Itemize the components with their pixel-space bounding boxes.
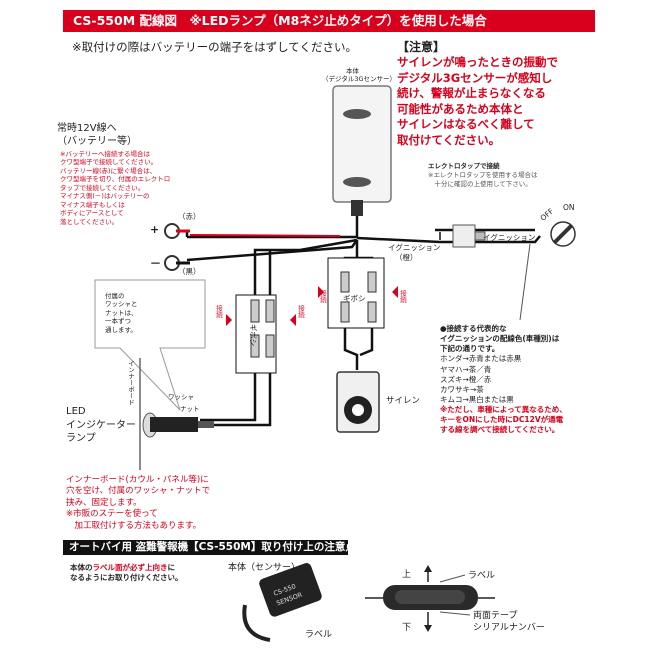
ignition-wire-label: イグニッション — [388, 243, 441, 252]
minus-sign: － — [150, 257, 161, 270]
wiring-caution: ※ただし、車種によって異なるため、 — [440, 405, 567, 414]
down-label: 下 — [402, 623, 412, 633]
wiring-caution: キーをONにした時にDC12Vが通電 — [440, 415, 564, 425]
washer-callout — [94, 279, 206, 411]
wiring-heading: ●接続する代表的な — [440, 324, 507, 333]
power-note: タップで接続してください。 — [60, 183, 145, 192]
warning-line: デジタル3Gセンサーが感知し — [397, 70, 553, 85]
nut-label: ナット — [180, 405, 200, 413]
sensor-notch — [343, 177, 371, 187]
warning-line: サイレンはなるべく離して — [397, 117, 535, 132]
mount-note-line: 穴を空け、付属のワッシャ・ナットで — [66, 486, 211, 497]
ignition-switch-label: イグニッション — [483, 233, 536, 242]
power-note: ※バッテリーへ接続する場合は — [60, 150, 150, 158]
mount-note-line: インナーボード(カウル・パネル等)に — [66, 475, 209, 485]
washer-note-line: 通します。 — [105, 325, 137, 334]
red-wire-label: （赤） — [178, 212, 201, 221]
wiring-caution: する線を調べて接続してください。 — [440, 425, 560, 435]
led-label-line: インジケーター — [66, 419, 136, 431]
power-notes: ※バッテリーへ接続する場合は クワ型端子で接続してください。 バッテリー線(赤)… — [60, 150, 170, 226]
power-note: マイナス端子もしくは — [60, 200, 125, 209]
up-label: 上 — [402, 570, 412, 580]
section2-note-part: に — [167, 563, 176, 572]
power-note: クワ型端子を切り、付属のエレクトロ — [60, 175, 171, 184]
warning-heading: 【注意】 — [397, 38, 598, 55]
warning-line: サイレンが鳴ったときの振動で — [397, 55, 558, 69]
mount-note-line: 加工取付けする方法もあります。 — [66, 520, 202, 531]
connect-arrow-label: 接続 — [214, 305, 223, 318]
mount-note-line: ※市販のステーを使って — [66, 509, 158, 520]
wiring-item: スズキ→橙／赤 — [440, 374, 492, 384]
diagram-title: CS-550M 配線図 ※LEDランプ（M8ネジ止めタイプ）を使用した場合 — [63, 10, 595, 32]
section2-note-emphasis: ラベル面が必ず上向き — [92, 563, 168, 572]
electrotap-note: 十分に確認の上使用して下さい。 — [428, 180, 532, 188]
sensor-unit-photo — [259, 563, 322, 617]
power-note: 落としてください。 — [60, 217, 119, 226]
led-label-line: LED — [66, 406, 86, 417]
serial-label: シリアルナンバー — [473, 623, 545, 633]
led-label: LED インジケーター ランプ — [66, 405, 136, 446]
siren-label: サイレン — [386, 396, 421, 406]
power-note: クワ型端子で接続してください。 — [60, 158, 158, 167]
inner-board-label: インナーボード — [126, 360, 135, 406]
sensor-label: 本体 — [346, 67, 359, 75]
connect-arrow-label: 接続 — [296, 305, 305, 318]
wiring-heading: 下記の通りです。 — [440, 344, 500, 354]
section2-note: 本体のラベル面が必ず上向きに — [70, 563, 175, 573]
warning-line: 取付けてください。 — [397, 132, 501, 147]
tape-label: 両面テープ — [473, 611, 518, 621]
electrotap-title: エレクトロタップで接続 — [428, 162, 500, 170]
led-label-line: ランプ — [66, 433, 96, 444]
section2-title: オートバイ用 盗難警報機【CS-550M】取り付け上の注意点 — [63, 540, 356, 555]
power-label: 常時12V線へ — [57, 123, 117, 134]
warning-line: 可能性があるため本体と — [397, 101, 524, 116]
label-callout: ラベル — [305, 630, 333, 640]
washer-note-line: ナットは、 — [105, 308, 138, 317]
connect-arrow-label: 接続 — [318, 290, 327, 303]
sensor-sublabel: （デジタル3Gセンサー） — [322, 75, 397, 83]
mount-note: インナーボード(カウル・パネル等)に 穴を空け、付属のワッシャ・ナットで 挟み、… — [66, 475, 210, 532]
ignition-on: ON — [563, 203, 575, 212]
wiring-item: キムコ→黒白または黒 — [440, 394, 514, 404]
wiring-item: ホンダ→赤青または赤黒 — [440, 354, 522, 364]
warning-line: 続け、警報が止まらなくなる — [397, 86, 546, 101]
washer-note-line: 付属の — [105, 292, 125, 300]
section2-note-line2: なるようにお取り付けください。 — [70, 573, 183, 582]
warning-box: 【注意】 サイレンが鳴ったときの振動で デジタル3Gセンサーが感知し 続け、警報… — [397, 38, 598, 148]
power-note: ボディにアースとして — [60, 209, 124, 218]
mount-note-line: 挟み、固定します。 — [66, 497, 142, 508]
side-label-callout: ラベル — [468, 571, 496, 581]
connect-arrow-label: 接続 — [398, 290, 407, 303]
wiring-item: カワサキ→茶 — [440, 384, 484, 394]
wiring-item: ヤマハ→茶／青 — [440, 364, 492, 374]
electrotap-icon — [452, 224, 476, 248]
washer-label: ワッシャ — [168, 393, 194, 401]
gibosi-label: ギボシ — [343, 294, 366, 303]
wiring-heading: イグニッションの配線色(車種別)は — [440, 334, 560, 344]
plus-sign: + — [150, 223, 160, 236]
washer-note-line: 一本ずつ — [105, 317, 131, 326]
sensor-cable-boot — [351, 200, 363, 216]
power-sublabel: （バッテリー等） — [57, 136, 137, 147]
wiring-color-list: ●接続する代表的な イグニッションの配線色(車種別)は 下記の通りです。 ホンダ… — [440, 324, 567, 435]
section2-note-part: 本体の — [70, 563, 93, 572]
power-note: バッテリー線(赤)に繋ぐ場合は、 — [60, 166, 157, 175]
washer-note-line: ワッシャと — [105, 300, 138, 309]
sensor-notch — [343, 109, 371, 119]
black-wire-label: （黒） — [178, 267, 201, 276]
gibosi-label: ギボシ — [248, 323, 258, 347]
sensor-body-label: 本体（センサー） — [228, 563, 301, 573]
washer-note: 付属の ワッシャと ナットは、 一本ずつ 通します。 — [105, 292, 138, 334]
remove-battery-note: ※取付けの際はバッテリーの端子をはずしてください。 — [72, 40, 357, 54]
ignition-wire-color: （橙） — [395, 253, 418, 262]
power-note: マイナス側(－)はバッテリーの — [60, 192, 150, 201]
electrotap-note: ※エレクトロタップを使用する場合は — [428, 171, 538, 179]
